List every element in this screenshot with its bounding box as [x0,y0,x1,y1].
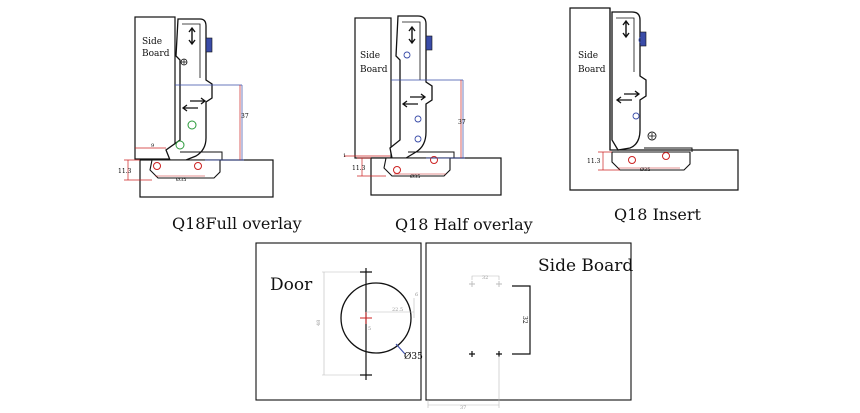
dim-cup-1: Ø35 [176,176,186,183]
door-dim-vertical: 48 [316,320,322,326]
side-board-label-1: Side Board [142,37,170,59]
door-dim-small: 5 [368,326,371,332]
dim-offset-1: 11.3 [118,168,132,175]
dim-offset-3: 11.3 [587,158,601,165]
full-overlay-diagram: 37 9 11.3 Ø35 [118,16,274,198]
caption-insert: Q18 Insert [614,205,701,224]
dim-gap-2: 1 [343,153,346,159]
caption-half-overlay: Q18 Half overlay [395,215,533,234]
door-dim-edge: 6 [415,292,418,298]
door-dim-horizontal: 22.5 [392,307,403,313]
dim-gap-1: 9 [151,143,154,149]
door-dim-cup: Ø35 [404,351,423,362]
side-board-1 [134,16,176,160]
side-board-2 [354,17,392,159]
door-title: Door [270,275,313,295]
side-dim-bottom: 37 [460,405,466,411]
dim-height-1: 37 [241,113,249,120]
dim-height-2: 37 [458,119,466,126]
dim-cup-2: Ø35 [410,173,420,180]
dim-cup-3: Ø35 [640,166,650,173]
insert-diagram: 11.3 Ø35 [569,7,739,191]
side-board-drilling-panel: 32 32 37 [425,242,632,411]
side-board-label-3: Side Board [578,51,606,75]
dim-offset-2: 11.3 [352,165,366,172]
side-board-title: Side Board [538,256,634,276]
side-dim-vertical: 32 [521,316,528,324]
side-dim-top: 32 [482,275,488,281]
door-drilling-panel: 48 22.5 5 6 Ø35 [255,242,423,401]
side-board-label-2: Side Board [360,51,388,75]
half-overlay-diagram: 37 1 11.3 Ø35 [343,15,502,196]
caption-full-overlay: Q18Full overlay [172,214,302,233]
